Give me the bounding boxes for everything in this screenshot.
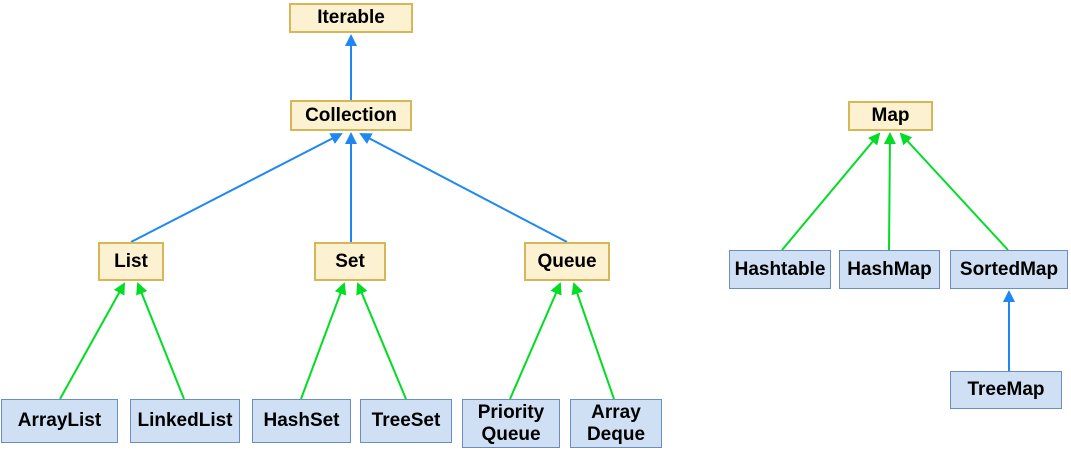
edge-linkedlist-to-list xyxy=(136,282,185,400)
edge-sortedmap-to-map xyxy=(899,132,1009,251)
edge-hashset-to-set xyxy=(300,282,347,400)
edge-treeset-to-set xyxy=(356,282,407,400)
edge-priorityqueue-to-queue xyxy=(509,282,562,400)
node-iterable: Iterable xyxy=(289,3,413,33)
edge-queue-to-collection xyxy=(359,133,568,243)
node-arraylist: ArrayList xyxy=(1,399,118,443)
node-sortedmap: SortedMap xyxy=(950,250,1068,289)
node-queue: Queue xyxy=(524,242,610,281)
edge-hashtable-to-map xyxy=(781,132,881,251)
node-hashtable: Hashtable xyxy=(729,250,831,289)
node-collection: Collection xyxy=(290,100,412,131)
edge-hashmap-to-map xyxy=(883,132,896,251)
edge-arraydeque-to-queue xyxy=(571,282,615,400)
node-list: List xyxy=(98,242,164,281)
node-hashmap: HashMap xyxy=(839,250,940,289)
node-treeset: TreeSet xyxy=(360,399,452,443)
node-hashset: HashSet xyxy=(252,399,351,443)
node-arraydeque: Array Deque xyxy=(570,399,662,448)
node-set: Set xyxy=(314,242,386,281)
edge-arraylist-to-list xyxy=(59,282,125,400)
node-treemap: TreeMap xyxy=(950,371,1062,409)
node-map: Map xyxy=(848,101,933,131)
node-linkedlist: LinkedList xyxy=(130,399,240,443)
edge-list-to-collection xyxy=(130,133,343,243)
node-priorityqueue: Priority Queue xyxy=(462,399,560,448)
